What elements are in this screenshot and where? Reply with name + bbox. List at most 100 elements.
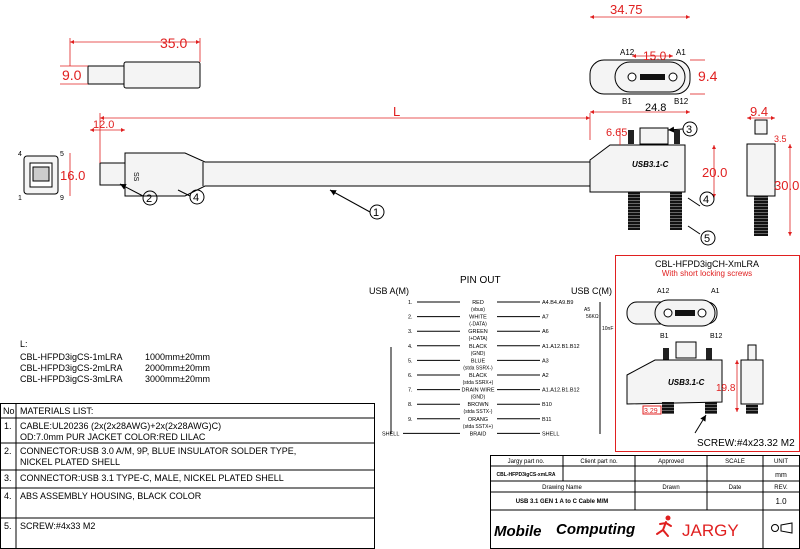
pin-5-label: 5 [60,151,64,158]
variant-height: 19.8 [716,383,736,394]
pin-number: 2. [408,315,413,321]
logo-computing: Computing [556,521,635,538]
usb-c-pin: B11 [542,417,551,423]
dim-a-height: 9.0 [62,67,82,83]
runner-icon [656,515,672,537]
tb-rev: 1.0 [775,497,787,506]
resistor-label: A5 [584,307,590,313]
variant-pin-b1: B1 [660,333,669,340]
wire-signal: (-DATA) [469,322,487,328]
material-number: 5. [4,521,12,531]
pinout-left: USB A(M) [369,286,409,296]
callout-4: 4 [193,192,199,204]
length-part: CBL-HFPD3igCS-3mLRA [20,374,123,384]
wire-color: ORANG [468,417,488,423]
pin-number: SHELL [382,431,399,437]
wire-signal: (GND) [471,351,486,357]
usb-c-pin: B10 [542,402,552,408]
pin-a12: A12 [620,48,635,57]
wire-color: BLUE [471,358,486,364]
pin-number: 1. [408,300,413,306]
material-text: CONNECTOR:USB 3.1 TYPE-C, MALE, NICKEL P… [20,473,284,483]
pin-number: 8. [408,402,413,408]
wire-color: BLACK [469,344,487,350]
tb-h-unit: UNIT [774,459,788,465]
tb-h-drawn: Drawn [662,485,679,491]
wire-color: WHITE [469,315,487,321]
wire-signal: (stda SSRX-) [463,365,493,371]
dim-c-width: 34.75 [610,2,643,17]
wire-color: BROWN [467,402,488,408]
wire-color: BRAID [470,431,487,437]
usb-c-pin: A3 [542,358,549,364]
materials-table: No MATERIALS LIST: 1.CABLE:UL20236 (2x(2… [0,403,375,549]
pin-number: 7. [408,388,413,394]
length-value: 1000mm±20mm [145,352,210,362]
pin-a1: A1 [676,48,686,57]
variant-box: CBL-HFPD3igCH-XmLRA With short locking s… [615,255,800,452]
variant-connector-label: USB3.1-C [668,378,705,387]
materials-no-header: No [3,406,15,416]
resistor-value: 56KΩ [586,314,599,320]
tb-part: CBL-HFPD3igCS-xmLRA [497,472,556,478]
pin-number: 5. [408,358,413,364]
tb-name: USB 3.1 GEN 1 A to C Cable M/M [516,499,609,505]
dim-side-width: 9.4 [750,104,768,119]
material-text: OD:7.0mm PUR JACKET COLOR:RED LILAC [20,432,206,442]
material-number: 4. [4,491,12,501]
usb-c-pin: A7 [542,315,549,321]
tb-h-approved: Approved [658,459,684,465]
pinout-right: USB C(M) [571,286,612,296]
pinout-diagram: PIN OUT USB A(M) USB C(M) A5 56KΩ 10nF 1… [369,275,613,437]
material-text: CONNECTOR:USB 3.0 A/M, 9P, BLUE INSULATO… [20,446,296,456]
logo-mobile: Mobile [494,523,542,540]
usb-c-pin: A4.B4.A9.B9 [542,300,574,306]
pin-number: 4. [408,344,413,350]
wire-color: RED [472,300,484,306]
wire-signal: (+DATA) [469,336,488,342]
usb-c-pin: A1.A12.B1.B12 [542,344,580,350]
pin-9-label: 9 [60,195,64,202]
projection-symbol-icon [771,522,793,534]
usb-c-pin: A1.A12.B1.B12 [542,388,580,394]
tb-h-scale: SCALE [725,459,745,465]
tb-unit: mm [775,472,787,479]
usb-a-front-view: 4 5 1 9 [18,151,64,202]
pinout-title: PIN OUT [460,275,501,286]
dim-c-height: 20.0 [702,165,727,180]
usb-a-ss-logo: SS [132,172,139,182]
material-number: 2. [4,446,12,456]
material-text: CABLE:UL20236 (2x(2x28AWG)+2x(2x28AWG)C) [20,421,221,431]
pin-4-label: 4 [18,151,22,158]
variant-pin-b12: B12 [710,333,723,340]
pin-number: 6. [408,373,413,379]
length-part: CBL-HFPD3igCS-2mLRA [20,363,123,373]
usb-c-top-view: 34.75 15.0 A12 A1 B1 B12 9.4 24.8 [589,2,718,114]
variant-pin-a12: A12 [657,288,670,295]
tb-h-client: Client part no. [580,459,618,465]
pin-1-label: 1 [18,195,22,202]
variant-pin-a1: A1 [711,288,720,295]
material-text: SCREW:#4x33 M2 [20,521,95,531]
dim-c-len: 24.8 [645,102,666,114]
material-number: 3. [4,473,12,483]
length-value: 3000mm±20mm [145,374,210,384]
wire-signal: (vbus) [471,307,485,313]
pin-number: 3. [408,329,413,335]
tb-h-date: Date [729,485,742,491]
callout-5: 5 [704,233,710,245]
materials-title: MATERIALS LIST: [20,406,93,416]
tb-h-name: Drawing Name [542,485,582,491]
dim-a-length: 35.0 [160,35,187,51]
dim-L: L [393,104,400,119]
usb-a-top-view: 35.0 9.0 [60,35,201,89]
tb-h-part: Jargy part no. [508,459,545,465]
callout-4b: 4 [703,194,709,206]
callouts: 1 2 3 4 4 5 [119,121,716,246]
logo-jargy: JARGY [682,521,739,540]
pin-number: 9. [408,417,413,423]
dim-a-offset: 12.0 [93,119,114,131]
wire-signal: (stda SSTX+) [463,424,493,430]
material-text: NICKEL PLATED SHELL [20,457,120,467]
